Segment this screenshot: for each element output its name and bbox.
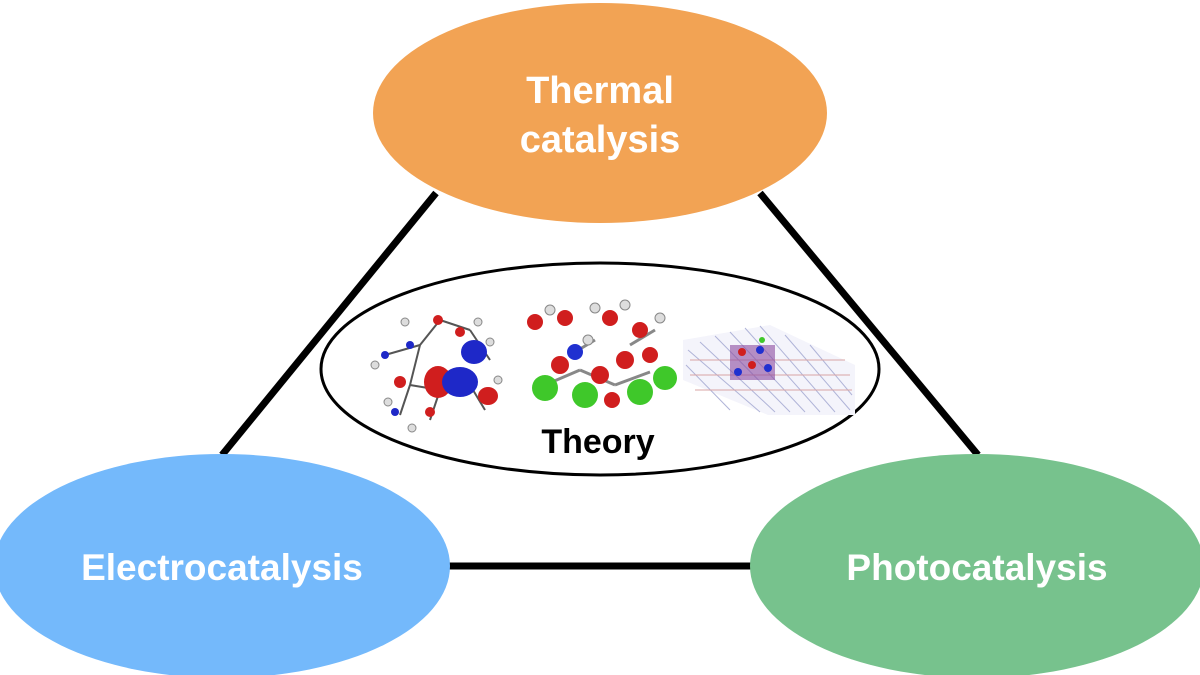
- theory-label: Theory: [541, 423, 654, 461]
- thermal-catalysis-node: Thermal catalysis: [373, 3, 827, 223]
- electrocatalysis-node: Electrocatalysis: [0, 454, 450, 675]
- periodic-slab-model-image: [683, 325, 855, 415]
- thermal-label-line1: Thermal: [526, 70, 674, 112]
- molecular-orbital-structure-image: [370, 315, 503, 433]
- theory-node: Theory: [319, 261, 881, 477]
- ball-and-stick-surface-model-image: [520, 299, 677, 410]
- photocatalysis-label: Photocatalysis: [846, 547, 1107, 588]
- electrocatalysis-label: Electrocatalysis: [81, 547, 363, 588]
- edge-thermal-photo: [757, 190, 981, 458]
- edge-thermal-electro: [219, 190, 439, 458]
- thermal-label-line2: catalysis: [520, 119, 681, 161]
- photocatalysis-node: Photocatalysis: [750, 454, 1200, 675]
